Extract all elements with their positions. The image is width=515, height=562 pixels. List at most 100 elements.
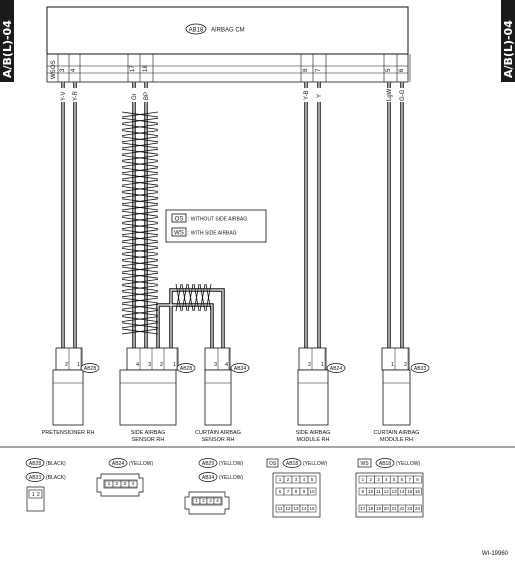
- component-label: SENSOR RH: [132, 437, 165, 443]
- key-c5-pin-number: 20: [384, 506, 390, 511]
- component-label: SENSOR RH: [202, 437, 235, 443]
- key-c5-pin-number: 2: [369, 477, 372, 482]
- component-connector-id: AB33: [414, 366, 426, 372]
- twist-mark: [121, 217, 159, 223]
- twist-mark: [121, 111, 159, 118]
- component-pin: 3: [148, 362, 151, 368]
- component-connector-badge: [176, 363, 196, 373]
- component-pin: 1: [173, 362, 176, 368]
- side-tab-left-text: A/B(L)-04: [1, 20, 14, 78]
- component-pin: 3: [214, 362, 217, 368]
- component-pin: 2: [308, 362, 311, 368]
- twist-mark: [121, 310, 159, 316]
- legend-os-text: : WITHOUT SIDE AIRBAG: [188, 217, 247, 223]
- wire-label-2: Y-R: [73, 91, 79, 101]
- key-c5-pin-number: 9: [362, 489, 365, 494]
- twist-mark: [181, 283, 188, 312]
- ecu-pin-8: 8: [303, 68, 309, 72]
- twist-mark: [121, 235, 159, 242]
- legend-ws-text: : WITH SIDE AIRBAG: [188, 231, 237, 237]
- airbag-cm-box: AB18 AIRBAG CM: [46, 6, 409, 83]
- key-c5-pin-number: 18: [368, 506, 374, 511]
- key-c4-color: (YELLOW): [303, 461, 328, 467]
- component-label: SIDE AIRBAG: [296, 430, 331, 436]
- component-pin: 2: [65, 362, 68, 368]
- twist-mark: [121, 297, 159, 304]
- twist-mark: [121, 316, 159, 322]
- key-c5-pin-number: 1: [362, 477, 365, 482]
- component-body: [297, 369, 329, 426]
- side-tab-left: A/B(L)-04: [0, 0, 14, 82]
- twist-mark: [121, 198, 159, 205]
- ecu-pin-ws: WS: [51, 69, 57, 79]
- key-c4-pin: [307, 475, 317, 484]
- twist-mark: [121, 210, 159, 217]
- key-c5-pin-number: 22: [399, 506, 405, 511]
- key-c5-tag: WS: [360, 461, 369, 467]
- ecu-pin-17: 17: [130, 65, 136, 72]
- key-c4-pin-number: 2: [287, 477, 290, 482]
- component-body: [382, 369, 411, 426]
- key-c4-pin-number: 6: [279, 489, 282, 494]
- twist-mark: [121, 291, 159, 298]
- key-c4-pin-number: 10: [309, 489, 315, 494]
- key-c5-pin-number: 3: [377, 477, 380, 482]
- key-c4-pin-number: 7: [287, 489, 290, 494]
- legend-os-tag: OS: [175, 217, 184, 223]
- key-c2-pin-number: 4: [132, 481, 135, 486]
- ecu-connector-label: AB18: [189, 28, 204, 34]
- side-tab-right-text: A/B(L)-04: [502, 20, 515, 78]
- twist-mark: [199, 283, 206, 312]
- key-c2-pin-number: 1: [108, 481, 111, 486]
- ecu-name: AIRBAG CM: [211, 28, 245, 34]
- component-connector-id: AB28: [180, 366, 192, 372]
- ecu-pin-labels: OS WS 3 4 17 18 8 7 5 6: [51, 60, 405, 79]
- twist-mark: [175, 283, 182, 312]
- twist-mark: [187, 283, 194, 312]
- key-c4-pin-number: 8: [295, 489, 298, 494]
- ecu-pin-os: OS: [51, 60, 57, 69]
- key-c2-pin-number: 3: [124, 481, 127, 486]
- twist-mark: [121, 229, 159, 236]
- twist-mark: [121, 279, 159, 285]
- key-c5-pin: [413, 487, 422, 496]
- twist-mark: [121, 179, 159, 186]
- side-tab-right: A/B(L)-04: [501, 0, 515, 82]
- component-label: PRETENSIONER RH: [42, 430, 95, 436]
- ecu-pin-18: 18: [143, 65, 149, 72]
- twist-mark: [121, 124, 159, 130]
- twist-mark: [121, 186, 159, 192]
- component-connector-badge: [326, 363, 346, 373]
- twist-mark: [121, 192, 159, 198]
- component-body: [52, 369, 84, 426]
- key-c5-pin-number: 5: [393, 477, 396, 482]
- key-c4-pin-number: 1: [279, 477, 282, 482]
- twist-mark: [121, 303, 159, 310]
- twist-mark: [121, 248, 159, 254]
- ecu-pin-7: 7: [316, 68, 322, 72]
- key-c5-pin-number: 17: [360, 506, 366, 511]
- wire-label-5: Y-B: [304, 91, 310, 100]
- twist-mark: [121, 322, 159, 329]
- key-c4-pin-number: 15: [309, 506, 315, 511]
- key-c1-b: AB33: [29, 475, 41, 481]
- ecu-pin-dividers: [57, 54, 411, 82]
- wire-color-labels: Y-V Y-R Gr BP Y-B Y LgW G-G: [59, 88, 406, 102]
- key-c4-pin-number: 4: [303, 477, 306, 482]
- twist-mark: [121, 272, 159, 279]
- ecu-pin-3: 3: [60, 68, 66, 72]
- key-c2: AB24: [112, 461, 124, 467]
- wire-label-6: Y: [317, 94, 323, 98]
- key-c1-a-color: (BLACK): [46, 461, 66, 467]
- twist-mark: [121, 204, 159, 211]
- key-c5-pin-number: 15: [407, 489, 413, 494]
- twisted-pair-marks-curtain: [175, 283, 212, 312]
- twist-mark: [121, 117, 159, 124]
- key-c5-pin-number: 19: [376, 506, 382, 511]
- key-c5-pin-number: 14: [399, 489, 405, 494]
- key-c5: AB18: [379, 461, 391, 467]
- key-c5-pin: [413, 475, 422, 484]
- twist-mark: [121, 254, 159, 260]
